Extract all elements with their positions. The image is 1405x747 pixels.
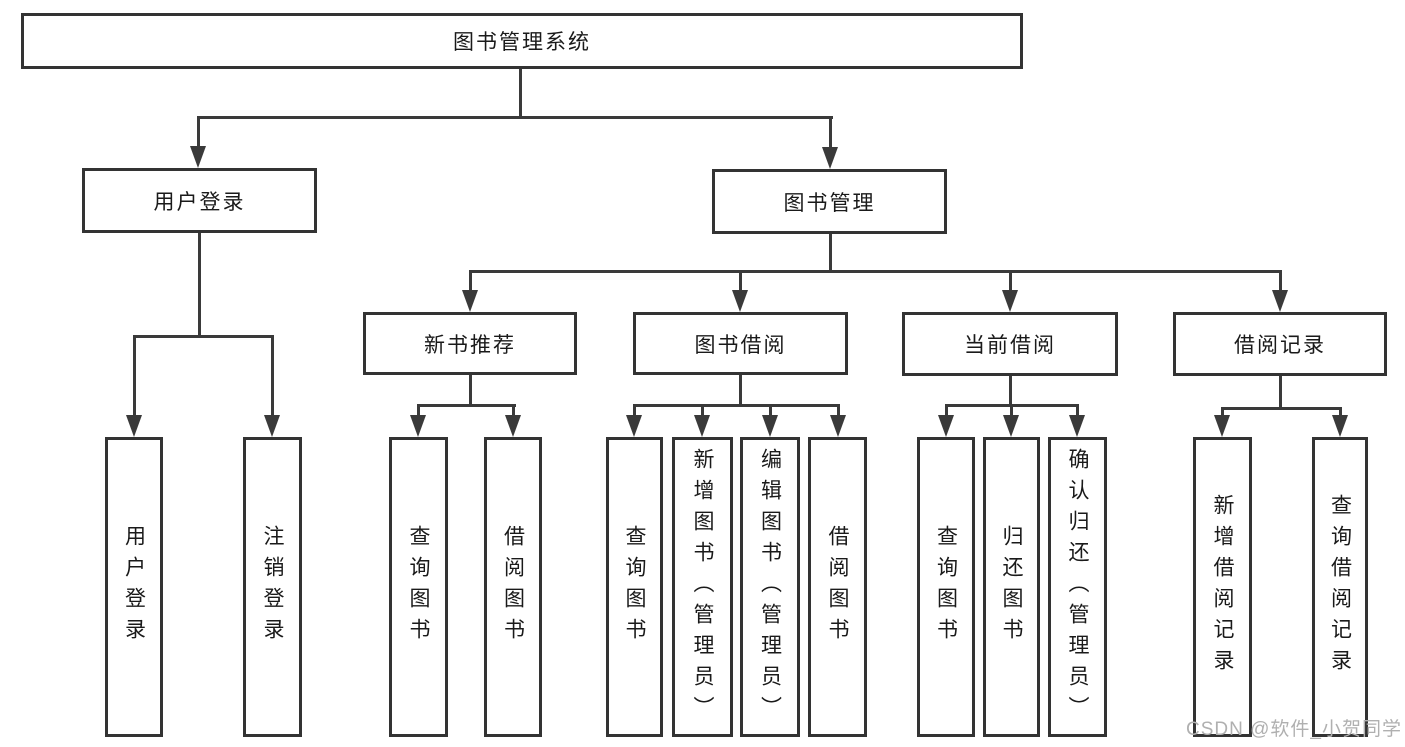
connector-line: [769, 404, 772, 417]
csdn-watermark: CSDN @软件_小贺同学: [1186, 719, 1402, 740]
leaf-borrow-books-label: 借阅图书: [826, 525, 849, 649]
leaf-add-books-admin-label: 新增图书（管理员）: [691, 447, 714, 727]
leaf-logout-label: 注销登录: [261, 525, 284, 649]
leaf-query-books-borrow-label: 查询图书: [623, 525, 646, 649]
arrow-down-icon: [1003, 415, 1019, 437]
leaf-user-login: 用户登录: [105, 437, 163, 737]
connector-line: [512, 404, 515, 417]
leaf-query-borrow-record-label: 查询借阅记录: [1328, 494, 1352, 680]
leaf-query-books-borrow: 查询图书: [606, 437, 663, 737]
arrow-down-icon: [264, 415, 280, 437]
connector-line: [701, 404, 704, 417]
leaf-confirm-return-admin-label: 确认归还（管理员）: [1066, 447, 1089, 727]
connector-line: [1076, 404, 1079, 417]
arrow-down-icon: [1272, 290, 1288, 312]
connector-line: [469, 375, 472, 407]
node-book-borrowing: 图书借阅: [633, 312, 848, 375]
connector-line: [133, 335, 274, 338]
connector-line: [1279, 376, 1282, 410]
node-current-borrowing: 当前借阅: [902, 312, 1118, 376]
arrow-down-icon: [1002, 290, 1018, 312]
connector-line: [945, 404, 948, 417]
node-root-label: 图书管理系统: [453, 31, 591, 54]
connector-line: [1010, 404, 1013, 417]
arrow-down-icon: [822, 147, 838, 169]
leaf-user-login-label: 用户登录: [122, 525, 146, 649]
node-user-login: 用户登录: [82, 168, 317, 233]
node-new-book-recommend-label: 新书推荐: [424, 333, 516, 357]
arrow-down-icon: [462, 290, 478, 312]
node-current-borrowing-label: 当前借阅: [964, 334, 1056, 357]
arrow-down-icon: [830, 415, 846, 437]
arrow-down-icon: [762, 415, 778, 437]
leaf-add-borrow-record-label: 新增借阅记录: [1211, 494, 1234, 680]
arrow-down-icon: [626, 415, 642, 437]
connector-line: [1221, 407, 1342, 410]
node-book-borrowing-label: 图书借阅: [694, 333, 787, 357]
connector-line: [519, 69, 522, 119]
arrow-down-icon: [938, 415, 954, 437]
connector-line: [1339, 407, 1342, 417]
connector-line: [197, 116, 200, 148]
arrow-down-icon: [1332, 415, 1348, 437]
leaf-query-borrow-record: 查询借阅记录: [1312, 437, 1368, 737]
arrow-down-icon: [126, 415, 142, 437]
leaf-query-books-recommend: 查询图书: [389, 437, 448, 737]
connector-line: [469, 270, 472, 292]
leaf-confirm-return-admin: 确认归还（管理员）: [1048, 437, 1107, 737]
connector-line: [417, 404, 516, 407]
connector-line: [1009, 376, 1012, 407]
leaf-query-books-recommend-label: 查询图书: [407, 525, 430, 649]
leaf-add-borrow-record: 新增借阅记录: [1193, 437, 1252, 737]
connector-line: [829, 116, 832, 149]
node-book-management: 图书管理: [712, 169, 947, 234]
connector-line: [829, 234, 832, 273]
connector-line: [633, 404, 636, 417]
connector-line: [271, 335, 274, 417]
leaf-borrow-books-recommend: 借阅图书: [484, 437, 542, 737]
connector-line: [198, 233, 201, 338]
leaf-edit-books-admin: 编辑图书（管理员）: [740, 437, 800, 737]
arrow-down-icon: [505, 415, 521, 437]
leaf-logout: 注销登录: [243, 437, 302, 737]
connector-line: [1009, 270, 1012, 292]
connector-line: [1279, 270, 1282, 292]
connector-line: [837, 404, 840, 417]
leaf-borrow-books-recommend-label: 借阅图书: [501, 525, 525, 649]
connector-line: [417, 404, 420, 417]
leaf-query-books-current: 查询图书: [917, 437, 975, 737]
leaf-return-books: 归还图书: [983, 437, 1040, 737]
leaf-add-books-admin: 新增图书（管理员）: [672, 437, 733, 737]
node-borrow-records: 借阅记录: [1173, 312, 1387, 376]
node-new-book-recommend: 新书推荐: [363, 312, 577, 375]
arrow-down-icon: [732, 290, 748, 312]
leaf-query-books-current-label: 查询图书: [934, 525, 958, 649]
connector-line: [197, 116, 833, 119]
connector-line: [633, 404, 840, 407]
node-borrow-records-label: 借阅记录: [1234, 334, 1326, 357]
node-root: 图书管理系统: [21, 13, 1023, 69]
arrow-down-icon: [410, 415, 426, 437]
arrow-down-icon: [1214, 415, 1230, 437]
leaf-edit-books-admin-label: 编辑图书（管理员）: [758, 447, 782, 727]
connector-line: [739, 375, 742, 407]
leaf-borrow-books: 借阅图书: [808, 437, 867, 737]
arrow-down-icon: [190, 146, 206, 168]
node-book-management-label: 图书管理: [783, 191, 876, 215]
leaf-return-books-label: 归还图书: [1000, 525, 1023, 649]
arrow-down-icon: [694, 415, 710, 437]
node-user-login-label: 用户登录: [153, 190, 246, 214]
connector-line: [469, 270, 1282, 273]
arrow-down-icon: [1069, 415, 1085, 437]
connector-line: [739, 270, 742, 292]
connector-line: [1221, 407, 1224, 417]
connector-line: [133, 335, 136, 417]
